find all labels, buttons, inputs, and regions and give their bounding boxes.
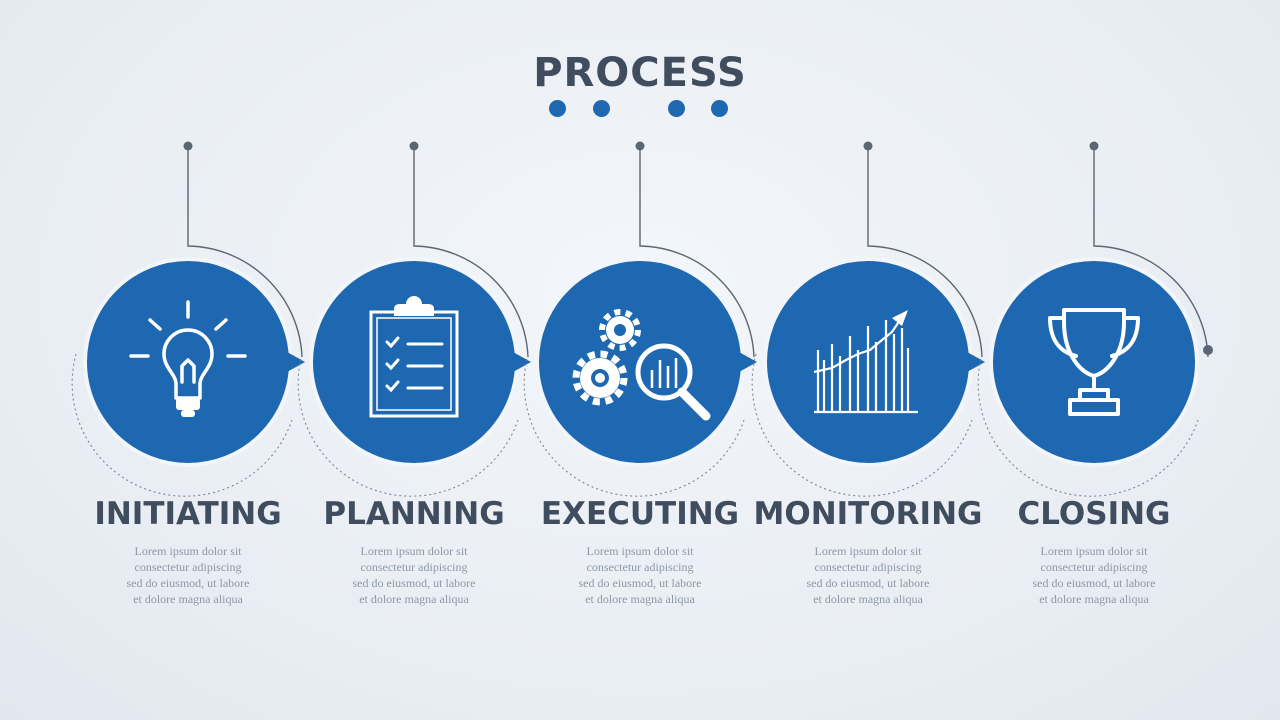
- step-arrow: [287, 352, 305, 372]
- step-label: MONITORING: [753, 496, 983, 532]
- step-3: [523, 141, 757, 497]
- title-dot: [711, 100, 728, 117]
- title-dots: [0, 97, 1280, 121]
- connector-dot: [863, 141, 873, 151]
- end-dot: [1203, 345, 1213, 355]
- connector-line: [867, 146, 983, 358]
- title-dot: [668, 100, 685, 117]
- step-label: PLANNING: [323, 496, 505, 532]
- title-dot: [549, 100, 566, 117]
- connector-line: [639, 146, 755, 358]
- step-2: [297, 141, 531, 497]
- connector-dot: [183, 141, 193, 151]
- step-description: Lorem ipsum dolor sit consectetur adipis…: [126, 544, 250, 606]
- connector-dot: [1089, 141, 1099, 151]
- connector-line: [1093, 146, 1209, 358]
- step-4: [751, 141, 985, 497]
- connector-dot: [635, 141, 645, 151]
- connector-line: [413, 146, 529, 358]
- step-circle: [989, 257, 1199, 467]
- step-label: EXECUTING: [540, 496, 740, 532]
- step-arrow: [513, 352, 531, 372]
- connector-dot: [409, 141, 419, 151]
- step-label: INITIATING: [94, 496, 282, 532]
- connector-line: [187, 146, 303, 358]
- step-description: Lorem ipsum dolor sit consectetur adipis…: [1032, 544, 1156, 606]
- step-label: CLOSING: [1017, 496, 1171, 532]
- diagram-title: PROCESS: [533, 50, 747, 96]
- step-description: Lorem ipsum dolor sit consectetur adipis…: [806, 544, 930, 606]
- step-description: Lorem ipsum dolor sit consectetur adipis…: [578, 544, 702, 606]
- step-arrow: [967, 352, 985, 372]
- title-dot: [593, 100, 610, 117]
- step-circle: [309, 257, 519, 467]
- step-arrow: [739, 352, 757, 372]
- step-description: Lorem ipsum dolor sit consectetur adipis…: [352, 544, 476, 606]
- step-1: [71, 141, 305, 497]
- step-5: [977, 141, 1213, 497]
